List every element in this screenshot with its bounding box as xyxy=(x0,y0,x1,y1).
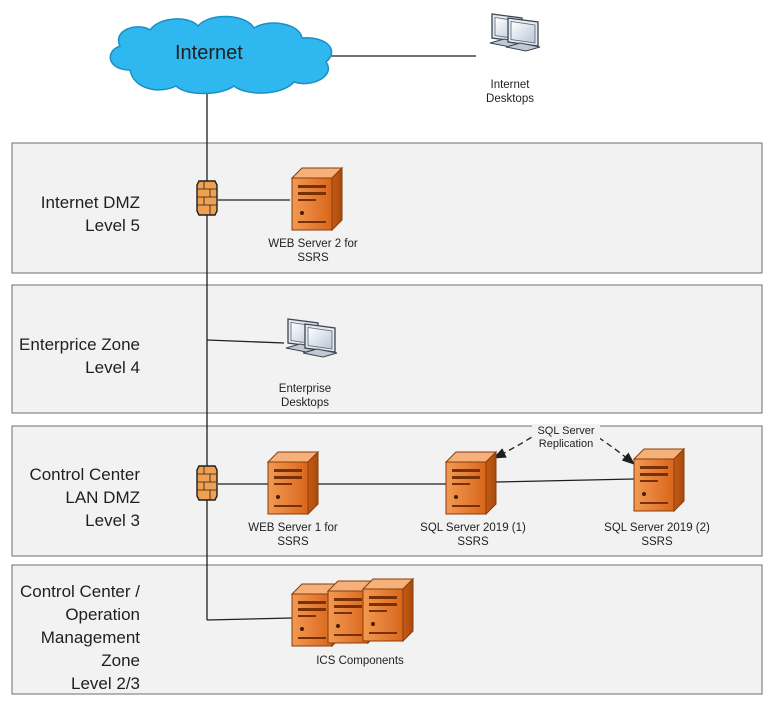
caption-line: ICS Components xyxy=(316,655,404,667)
zone-label-line: Control Center / xyxy=(20,582,140,601)
internet-desktops-icon xyxy=(489,13,541,52)
internet-desktops-caption: Internet Desktops xyxy=(450,78,570,106)
zone-label-line: Control Center xyxy=(29,465,140,484)
caption-line: WEB Server 2 for xyxy=(268,238,358,250)
link-enterprise-desktops xyxy=(206,339,285,344)
caption-line: SQL Server 2019 (2) xyxy=(604,522,710,534)
zone-label-line: Level 4 xyxy=(85,358,140,377)
web-server-2-icon xyxy=(291,167,343,231)
zone-label-line: Zone xyxy=(101,651,140,670)
sql-server-2-icon xyxy=(633,448,685,512)
caption-line: WEB Server 1 for xyxy=(248,522,338,534)
replication-caption: SQL Server Replication xyxy=(526,425,606,451)
caption-line: SSRS xyxy=(277,536,309,548)
zone-box-enterprise-zone xyxy=(11,284,763,414)
zone-label-enterprise-zone: Enterprice Zone Level 4 xyxy=(0,333,140,379)
enterprise-desktops-caption: Enterprise Desktops xyxy=(250,382,360,410)
caption-line: Enterprise xyxy=(278,383,332,395)
zone-box-internet-dmz xyxy=(11,142,763,274)
caption-line: SSRS xyxy=(297,252,329,264)
zone-label-line: Level 5 xyxy=(85,216,140,235)
caption-line: Desktops xyxy=(486,93,534,105)
ics-components-caption: ICS Components xyxy=(295,654,425,668)
zone-label-line: Enterprice Zone xyxy=(19,335,140,354)
sql-server-2-caption: SQL Server 2019 (2) SSRS xyxy=(587,521,727,549)
caption-line: SQL Server 2019 (1) xyxy=(420,522,526,534)
caption-line: Internet xyxy=(490,79,530,91)
zone-label-line: Operation xyxy=(65,605,140,624)
firewall-icon-dmz xyxy=(196,180,218,216)
internet-cloud-icon xyxy=(109,15,333,95)
internet-label: Internet xyxy=(175,42,243,64)
web-server-1-icon xyxy=(267,451,319,515)
web-server-1-caption: WEB Server 1 for SSRS xyxy=(228,521,358,549)
zone-label-operation-management-zone: Control Center / Operation Management Zo… xyxy=(0,580,140,695)
caption-line: Desktops xyxy=(281,397,329,409)
sql-server-1-caption: SQL Server 2019 (1) SSRS xyxy=(403,521,543,549)
caption-line: SQL Server xyxy=(537,425,595,437)
firewall-icon-lan-dmz xyxy=(196,465,218,501)
zone-label-line: Internet DMZ xyxy=(40,193,140,212)
web-server-2-caption: WEB Server 2 for SSRS xyxy=(248,237,378,265)
zone-label-internet-dmz: Internet DMZ Level 5 xyxy=(0,191,140,237)
sql-server-1-icon xyxy=(445,451,497,515)
caption-line: Replication xyxy=(538,438,594,450)
zone-label-line: Level 3 xyxy=(85,511,140,530)
caption-line: SSRS xyxy=(641,536,673,548)
ics-components-icon xyxy=(291,578,414,647)
zone-label-control-center-lan-dmz: Control Center LAN DMZ Level 3 xyxy=(0,463,140,532)
link-sql-server-2 xyxy=(495,478,635,483)
replication-label-bg xyxy=(532,424,600,454)
caption-line: SSRS xyxy=(457,536,489,548)
zone-label-line: LAN DMZ xyxy=(65,488,140,507)
link-ics-components xyxy=(206,617,293,621)
zone-label-line: Management xyxy=(40,628,140,647)
zone-label-line: Level 2/3 xyxy=(71,674,140,693)
